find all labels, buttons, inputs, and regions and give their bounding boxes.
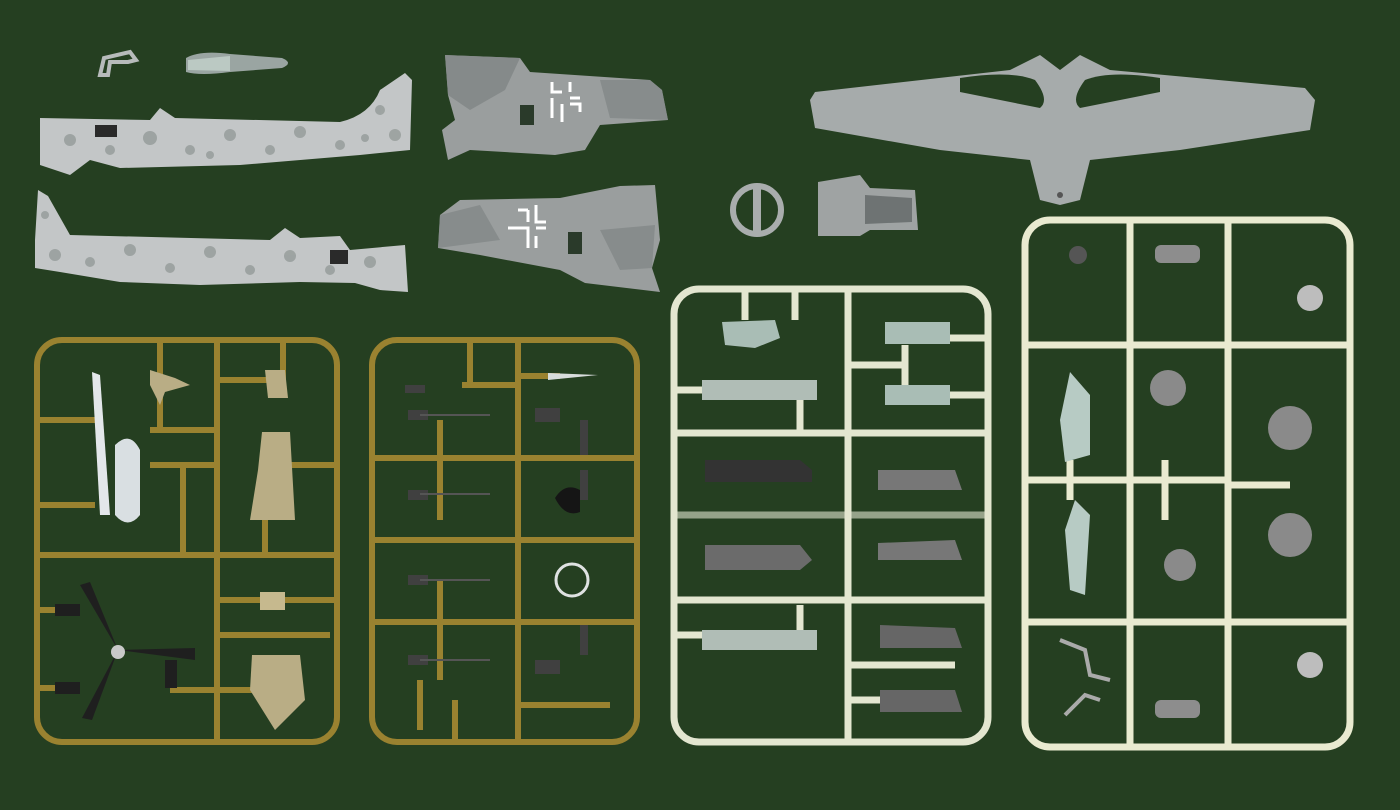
- bracket-part: [260, 592, 285, 610]
- panel-part: [722, 320, 780, 348]
- seat-part: [265, 370, 288, 398]
- upper-wing-right: [438, 185, 660, 292]
- upper-wing-left: [442, 55, 668, 160]
- strut-part: [1059, 638, 1111, 682]
- bay-part: [880, 625, 962, 648]
- flap-part: [702, 630, 817, 650]
- canopy-frame-part: [97, 49, 140, 77]
- sprue-d-cream: [1021, 216, 1354, 751]
- lower-wing-part: [810, 55, 1315, 205]
- hub-part: [1069, 246, 1087, 264]
- radiator-part: [705, 545, 812, 570]
- fuselage-half-left: [40, 73, 412, 175]
- gear-door-part: [1065, 500, 1090, 595]
- instrument-panel-part: [250, 655, 305, 730]
- gear-part: [150, 370, 190, 405]
- bay-part: [878, 540, 962, 560]
- fuselage-half-right: [35, 190, 408, 292]
- wheel-part: [1297, 652, 1323, 678]
- panel-part: [885, 322, 950, 344]
- cowl-flap-ring-part: [554, 562, 590, 598]
- sprue-a-gold: [34, 337, 340, 745]
- balkenkreuz-insignia: [550, 82, 582, 122]
- drop-tank-part: [115, 438, 140, 523]
- bay-part: [878, 470, 962, 490]
- gear-door-part: [1060, 372, 1090, 462]
- cowl-ring-part: [730, 183, 784, 237]
- tank-rack-part: [92, 372, 110, 515]
- exhaust-part: [1155, 700, 1200, 718]
- balkenkreuz-insignia: [508, 205, 546, 248]
- bay-part: [880, 690, 962, 712]
- wheel-part: [1297, 285, 1323, 311]
- sprue-c-white: [670, 285, 992, 746]
- strut-part: [1063, 692, 1101, 717]
- canopy-part: [186, 52, 288, 74]
- engine-radial-part: [1150, 370, 1312, 581]
- spinner-part: [555, 487, 580, 514]
- engine-cowling-part: [818, 175, 918, 236]
- exhaust-part: [1155, 245, 1200, 263]
- cockpit-tub-part: [250, 432, 295, 520]
- flap-part: [702, 380, 817, 400]
- panel-part: [885, 385, 950, 405]
- blade-part: [548, 373, 598, 380]
- sprue-b-gold: [369, 337, 640, 745]
- propeller-part: [55, 582, 195, 720]
- radiator-part: [705, 460, 812, 482]
